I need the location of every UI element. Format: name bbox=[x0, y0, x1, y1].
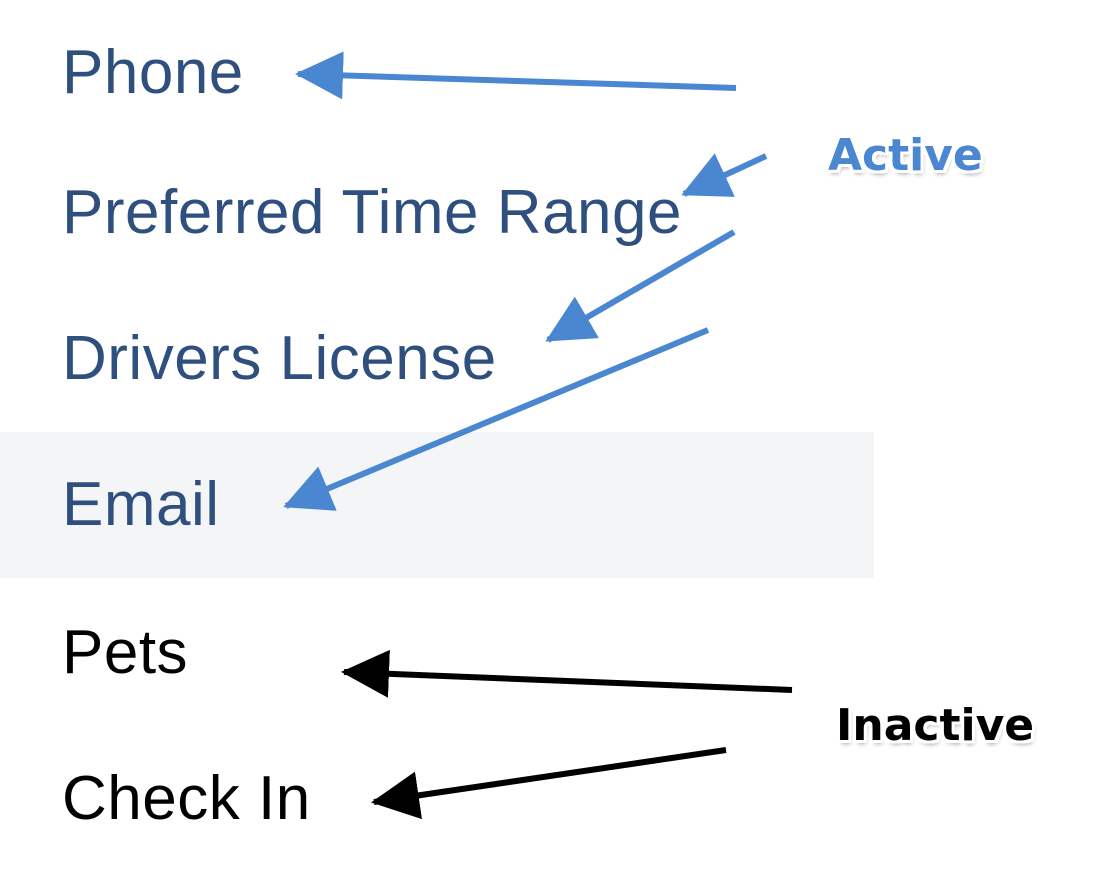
list-item-drivers-license[interactable]: Drivers License bbox=[0, 286, 874, 432]
list-item-phone[interactable]: Phone bbox=[0, 0, 874, 146]
list-item-label: Pets bbox=[62, 618, 189, 687]
inactive-callout-label: Inactive bbox=[836, 700, 1035, 751]
list-item-preferred-time-range[interactable]: Preferred Time Range bbox=[0, 140, 874, 286]
list-item-pets[interactable]: Pets bbox=[0, 580, 874, 726]
active-callout-label: Active bbox=[828, 130, 983, 181]
list-item-label: Preferred Time Range bbox=[62, 178, 682, 247]
list-item-label: Phone bbox=[62, 38, 244, 107]
list-item-label: Check In bbox=[62, 764, 311, 833]
list-item-email[interactable]: Email bbox=[0, 432, 874, 578]
list-item-check-in[interactable]: Check In bbox=[0, 726, 874, 872]
list-item-label: Email bbox=[62, 470, 220, 539]
list-item-label: Drivers License bbox=[62, 324, 497, 393]
